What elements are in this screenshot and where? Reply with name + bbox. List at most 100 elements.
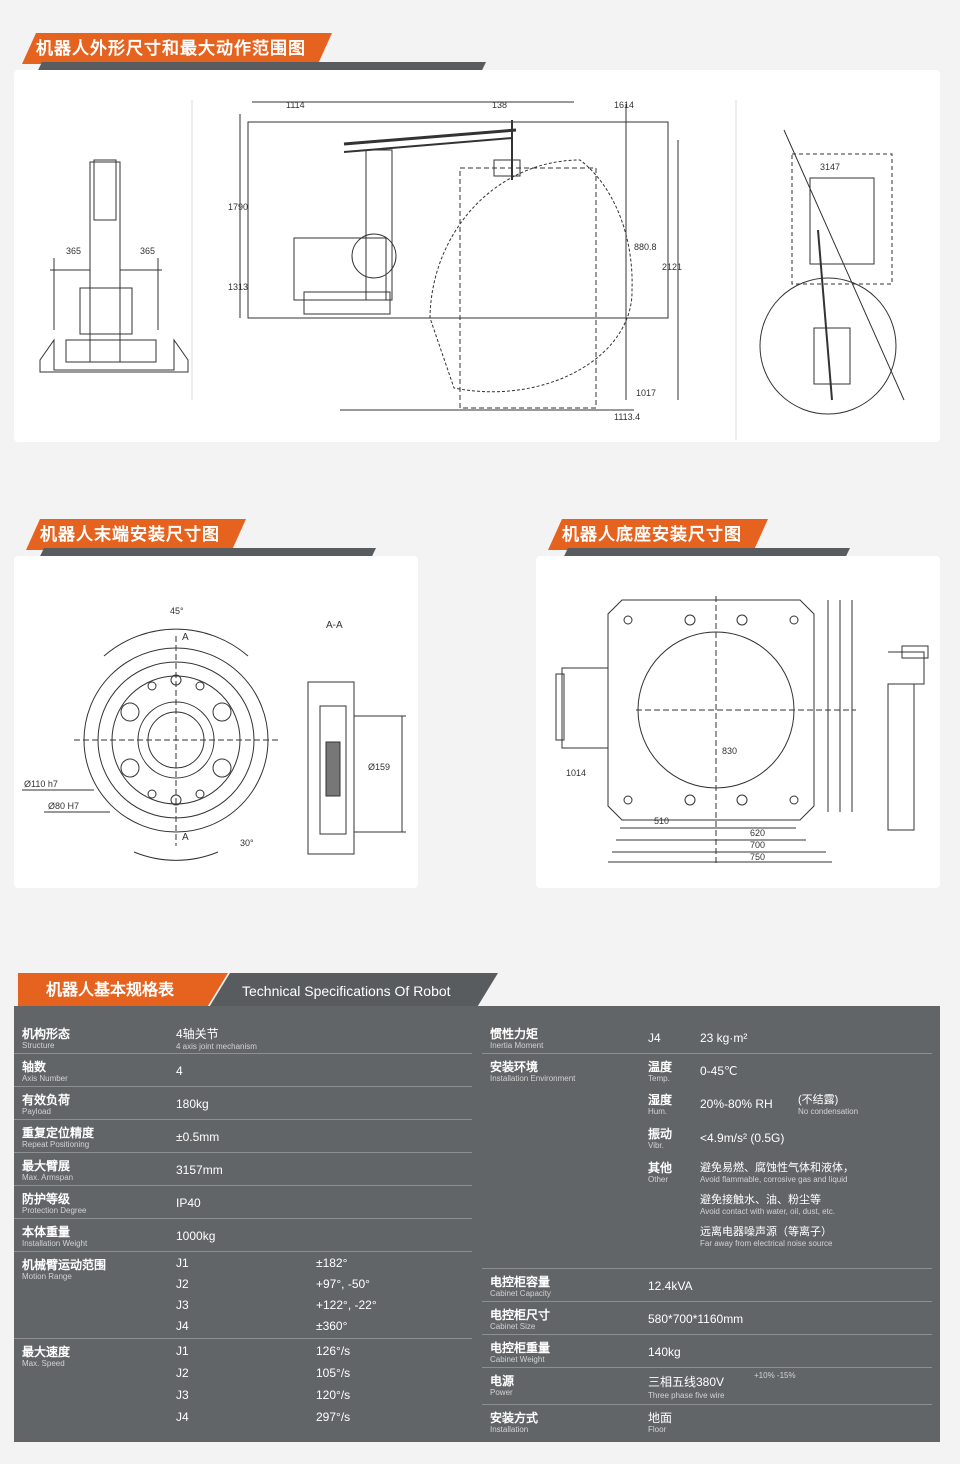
joint-label: J4 (176, 1410, 189, 1424)
joint-label: J4 (176, 1319, 189, 1333)
env-note-line: 避免易燃、腐蚀性气体和液体， (700, 1162, 854, 1174)
spec-title-cn: 机器人基本规格表 (18, 973, 228, 1009)
dim-inner-diameter: Ø80 H7 (48, 801, 79, 811)
dim-outer-diameter: Ø110 h7 (24, 779, 58, 789)
dim-range-2: 2121 (662, 262, 682, 272)
dim-height-2: 1313 (228, 282, 248, 292)
spec-value: ±0.5mm (176, 1130, 220, 1144)
spec-label: 本体重量 (22, 1225, 71, 1239)
spec-label: 最大臂展 (22, 1159, 71, 1173)
spec-value: IP40 (176, 1196, 201, 1210)
spec-label: 电源 (490, 1374, 515, 1388)
spec-label-en: Axis Number (22, 1074, 68, 1083)
spec-label: 安装方式 (490, 1411, 539, 1425)
spec-value: 4 (176, 1064, 183, 1078)
spec-value: 180kg (176, 1097, 209, 1111)
env-value: <4.9m/s² (0.5G) (700, 1131, 785, 1145)
env-note-line-en: Avoid contact with water, oil, dust, etc… (700, 1207, 836, 1216)
spec-label-en: Installation Environment (490, 1074, 576, 1083)
joint-value: ±182° (316, 1256, 348, 1270)
spec-label-en: Cabinet Weight (490, 1355, 545, 1364)
dim-base-4: 750 (750, 852, 765, 862)
spec-label-en: Repeat Positioning (22, 1140, 90, 1149)
dim-base-5: 830 (722, 746, 737, 756)
spec-value-en: 4 axis joint mechanism (176, 1042, 257, 1051)
env-key: 其他 (648, 1161, 673, 1175)
joint-label: J2 (176, 1366, 189, 1380)
env-value: 20%-80% RH (700, 1097, 773, 1111)
joint-label: J3 (176, 1388, 189, 1402)
env-key-en: Other (648, 1175, 669, 1184)
env-note-line: 避免接触水、油、粉尘等 (700, 1194, 821, 1206)
joint-value: 297°/s (316, 1410, 351, 1424)
spec-row-max-speed: 最大速度 Max. Speed J1 126°/s J2 105°/s J3 1… (14, 1340, 472, 1430)
spec-label-en: Structure (22, 1041, 55, 1050)
angle-label-1: 45° (170, 606, 184, 616)
spec-row-power: 电源 Power 三相五线380V +10% -15% Three phase … (482, 1369, 932, 1405)
dim-base-3: 700 (750, 840, 765, 850)
flange-front-view: 45° 30° A A Ø110 h7 Ø80 H7 (22, 606, 280, 861)
env-note-line-en: Far away from electrical noise source (700, 1239, 833, 1248)
spec-row-axis: 轴数 Axis Number 4 (14, 1055, 472, 1087)
spec-label: 惯性力矩 (490, 1027, 539, 1041)
env-key: 温度 (648, 1060, 673, 1074)
section3-drawing-panel: 1014 510 620 700 750 830 (536, 556, 940, 888)
section1-title-cn: 机器人外形尺寸和最大动作范围图 (22, 33, 332, 64)
spec-value: 1000kg (176, 1229, 216, 1243)
robot-top-view: 3147 (759, 129, 905, 415)
spec-value: 140kg (648, 1345, 681, 1359)
base-side-view (887, 645, 929, 831)
spec-value-tolerance: +10% -15% (754, 1371, 796, 1380)
spec-row-cabinet-size: 电控柜尺寸 Cabinet Size 580*700*1160mm (482, 1303, 932, 1335)
robot-side-view: 1114 138 1614 1790 1313 880.8 2121 1113.… (228, 100, 682, 422)
spec-table: 机构形态 Structure 4轴关节 4 axis joint mechani… (14, 1006, 940, 1442)
env-value-note-en: No condensation (798, 1107, 859, 1116)
spec-row-protection: 防护等级 Protection Degree IP40 (14, 1187, 472, 1219)
spec-label-en: Cabinet Capacity (490, 1289, 551, 1298)
spec-value: 12.4kVA (648, 1279, 693, 1293)
joint-value: +97°, -50° (316, 1277, 370, 1291)
section2-drawing-panel: 45° 30° A A Ø110 h7 Ø80 H7 A-A Ø159 (14, 556, 418, 888)
spec-row-cabinet-weight: 电控柜重量 Cabinet Weight 140kg (482, 1336, 932, 1368)
spec-label-en: Protection Degree (22, 1206, 87, 1215)
section-marker-bottom: A (182, 832, 189, 843)
end-mount-drawing: 45° 30° A A Ø110 h7 Ø80 H7 A-A Ø159 (22, 606, 406, 861)
joint-label: J4 (648, 1031, 661, 1045)
joint-label: J1 (176, 1344, 189, 1358)
joint-value: 126°/s (316, 1344, 351, 1358)
joint-value: ±360° (316, 1319, 348, 1333)
spec-value: 地面 (648, 1411, 673, 1425)
dim-right: 365 (140, 246, 155, 256)
spec-label-en: Cabinet Size (490, 1322, 536, 1331)
dim-top-view: 3147 (820, 162, 840, 172)
spec-value-en: Floor (648, 1425, 667, 1434)
dim-height-1: 1790 (228, 202, 248, 212)
spec-row-payload: 有效负荷 Payload 180kg (14, 1088, 472, 1120)
dim-section: Ø159 (368, 762, 390, 772)
joint-label: J2 (176, 1277, 189, 1291)
dim-range-3: 1113.4 (614, 412, 640, 422)
spec-label: 最大速度 (22, 1345, 71, 1359)
spec-label-en: Inertia Moment (490, 1041, 544, 1050)
env-note-line-en: Avoid flammable, corrosive gas and liqui… (700, 1175, 848, 1184)
spec-label: 机械臂运动范围 (22, 1258, 107, 1272)
spec-value: 三相五线380V (648, 1375, 725, 1389)
spec-label: 安装环境 (490, 1060, 539, 1074)
spec-label: 电控柜容量 (490, 1275, 551, 1289)
spec-value: 3157mm (176, 1163, 223, 1177)
spec-label: 有效负荷 (22, 1093, 71, 1107)
flange-section-view: A-A Ø159 (307, 620, 406, 855)
spec-row-weight: 本体重量 Installation Weight 1000kg (14, 1220, 472, 1252)
spec-row-motion-range: 机械臂运动范围 Motion Range J1 ±182° J2 +97°, -… (14, 1253, 472, 1339)
env-key: 振动 (648, 1127, 673, 1141)
spec-label: 电控柜尺寸 (490, 1308, 551, 1322)
dim-base-1: 510 (654, 816, 669, 826)
dim-left: 365 (66, 246, 81, 256)
spec-row-cabinet-capacity: 电控柜容量 Cabinet Capacity 12.4kVA (482, 1270, 932, 1302)
spec-label-en: Payload (22, 1107, 51, 1116)
angle-label-2: 30° (240, 838, 254, 848)
joint-value: 105°/s (316, 1366, 351, 1380)
dim-base-width: 1014 (566, 768, 586, 778)
dim-top-1: 1114 (286, 100, 305, 110)
